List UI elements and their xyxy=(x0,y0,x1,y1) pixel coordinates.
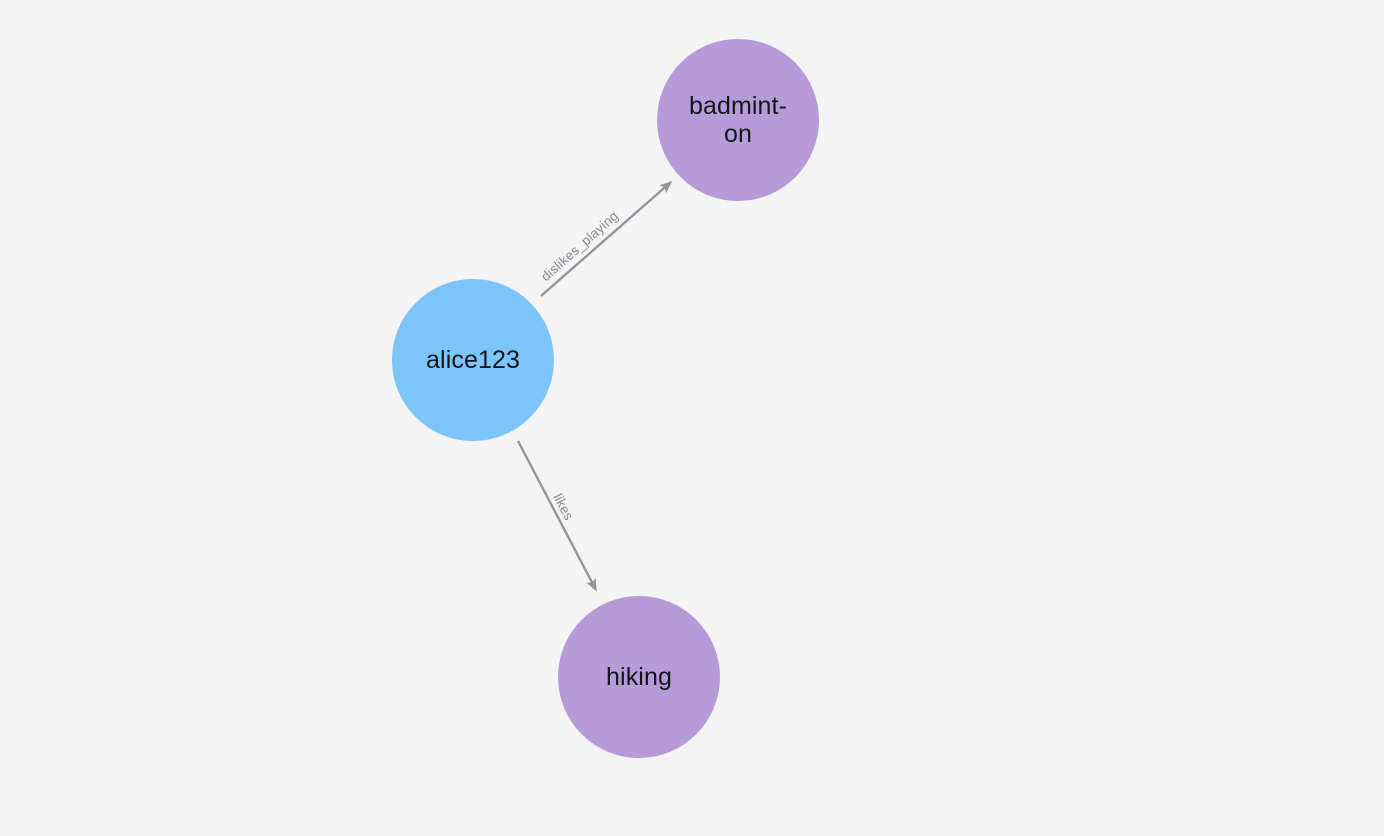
node-label-hiking: hiking xyxy=(606,663,672,691)
node-label-badminton: badmint- on xyxy=(688,92,788,148)
edge-alice123-badminton[interactable] xyxy=(540,181,673,297)
edge-alice123-hiking[interactable] xyxy=(516,440,598,592)
graph-node-hiking[interactable]: hiking xyxy=(558,596,720,758)
graph-node-alice123[interactable]: alice123 xyxy=(392,279,554,441)
node-label-alice123: alice123 xyxy=(426,346,520,374)
graph-node-badminton[interactable]: badmint- on xyxy=(657,39,819,201)
